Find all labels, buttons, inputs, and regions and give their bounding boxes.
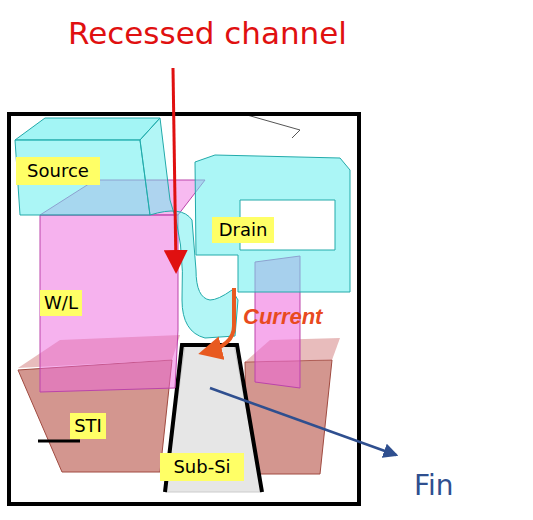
figure-frame bbox=[9, 114, 359, 504]
label-box: Drain bbox=[212, 217, 274, 243]
gate-front-face bbox=[40, 215, 178, 392]
decoration-arrow bbox=[240, 113, 300, 138]
label-box: W/L bbox=[40, 290, 82, 316]
source-front-face bbox=[15, 140, 150, 215]
callout-label: Fin bbox=[414, 472, 454, 500]
label-box: Source bbox=[16, 157, 100, 185]
part-name: Drain bbox=[219, 221, 268, 239]
source-top-face bbox=[15, 118, 160, 140]
part-name: Source bbox=[27, 162, 89, 180]
label-box: STI bbox=[70, 413, 106, 439]
callout-arrow bbox=[210, 388, 396, 455]
current-arrow bbox=[206, 288, 234, 352]
fin-body bbox=[165, 345, 262, 492]
leader-line bbox=[38, 440, 80, 443]
part-name: W/L bbox=[44, 294, 78, 312]
part-name: STI bbox=[74, 417, 102, 435]
label-box: Sub-Si bbox=[160, 453, 244, 481]
drain-block bbox=[195, 155, 350, 292]
fin-outline bbox=[165, 345, 262, 492]
current-label: Current bbox=[243, 306, 322, 328]
callout-arrow bbox=[173, 68, 176, 268]
callout-title: Recessed channel bbox=[68, 18, 347, 49]
part-name: Sub-Si bbox=[173, 458, 230, 476]
